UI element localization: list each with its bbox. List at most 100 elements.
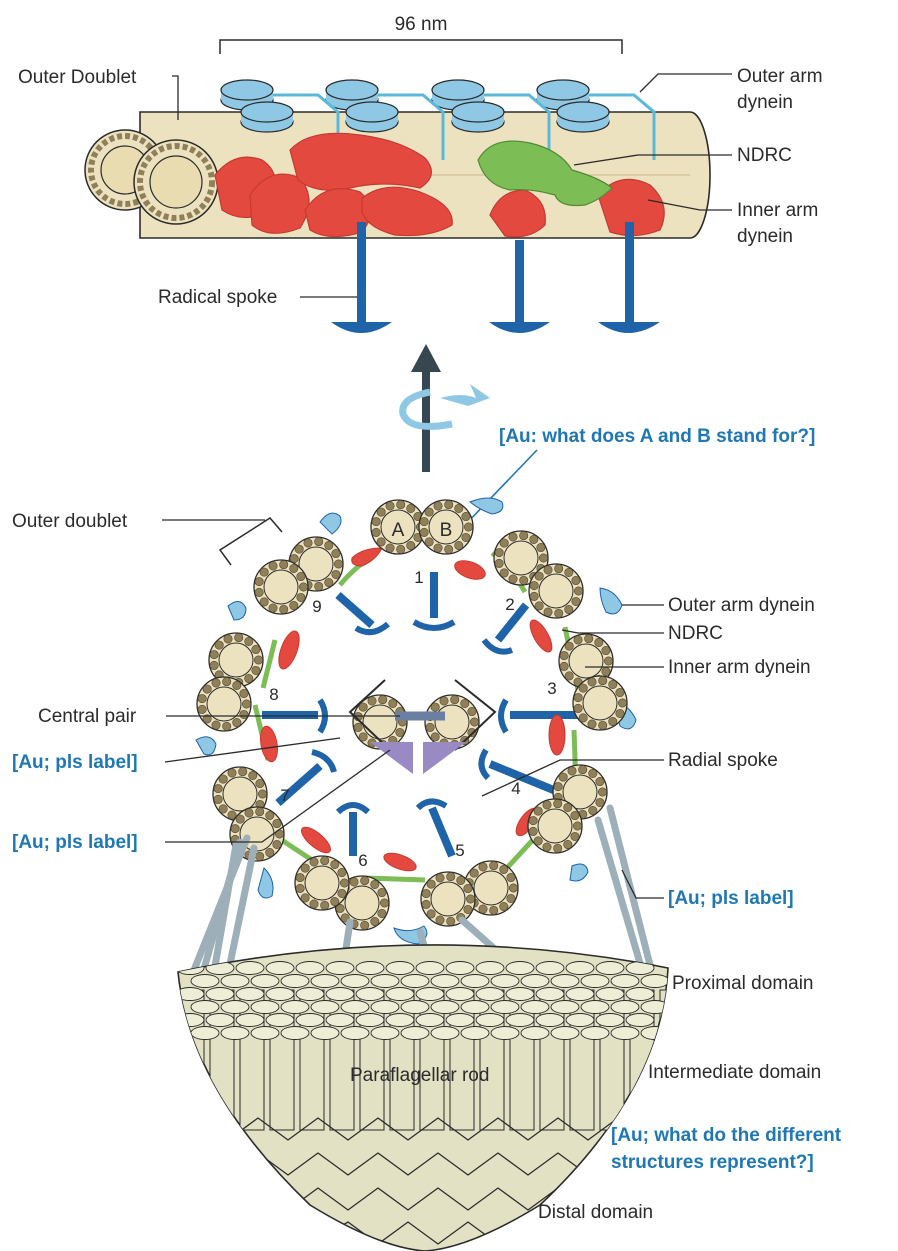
rod-lattice-unit xyxy=(371,1027,399,1040)
rod-lattice-unit xyxy=(266,1014,294,1027)
rod-lattice-unit xyxy=(476,1014,504,1027)
scale-bracket xyxy=(220,40,622,54)
rod-lattice-unit xyxy=(506,962,534,975)
doublet-tubule xyxy=(421,872,475,926)
rod-lattice-unit xyxy=(221,1027,249,1040)
rod-lattice-unit xyxy=(296,988,324,1001)
rod-lattice-unit xyxy=(341,975,369,988)
query-structures-1: [Au; what do the different xyxy=(611,1125,842,1146)
rod-lattice-unit xyxy=(566,988,594,1001)
rod-lattice-unit xyxy=(296,1014,324,1027)
rod-lattice-unit xyxy=(491,1027,519,1040)
rod-lattice-unit xyxy=(281,1027,309,1040)
rod-lattice-unit xyxy=(566,962,594,975)
rod-lattice-unit xyxy=(266,988,294,1001)
doublet-tubule xyxy=(254,560,308,614)
rod-lattice-unit xyxy=(311,975,339,988)
rod-lattice-unit xyxy=(626,1014,654,1027)
rod-lattice-unit xyxy=(641,1001,669,1014)
label-outer-doublet-cross: Outer doublet xyxy=(12,511,128,532)
rod-column xyxy=(660,990,684,1130)
label-inner-arm-dynein-top-2: dynein xyxy=(737,226,793,247)
label-ndrc-cross: NDRC xyxy=(668,623,723,644)
rod-lattice-unit xyxy=(581,1027,609,1040)
rod-lattice-unit xyxy=(191,975,219,988)
rod-lattice-unit xyxy=(236,1014,264,1027)
rod-lattice-unit xyxy=(176,1014,204,1027)
label-outer-arm-dynein-cross: Outer arm dynein xyxy=(668,595,815,616)
doublet-end-b xyxy=(134,140,218,224)
rod-lattice-unit xyxy=(461,975,489,988)
cross-section: A B 1 2 3 4 5 6 7 8 9 xyxy=(196,498,636,944)
label-radial-spoke-cross: Radial spoke xyxy=(668,750,778,771)
rod-lattice-unit xyxy=(461,1001,489,1014)
scale-label: 96 nm xyxy=(395,14,448,35)
rod-lattice-unit xyxy=(536,988,564,1001)
rod-lattice-unit xyxy=(506,1014,534,1027)
doublet-tubule xyxy=(528,799,582,853)
rod-lattice-unit xyxy=(356,988,384,1001)
rod-lattice-unit xyxy=(281,975,309,988)
doublet-tubule xyxy=(197,677,251,731)
rod-lattice-unit xyxy=(356,962,384,975)
rod-lattice-unit xyxy=(536,962,564,975)
query-label-1: [Au; pls label] xyxy=(12,752,138,773)
rod-lattice-unit xyxy=(626,988,654,1001)
rod-lattice-unit xyxy=(251,975,279,988)
rod-lattice-unit xyxy=(401,975,429,988)
rod-lattice-unit xyxy=(326,962,354,975)
doublet-number-3: 3 xyxy=(547,679,556,698)
query-label-2: [Au; pls label] xyxy=(12,832,138,853)
doublet-number-9: 9 xyxy=(312,597,321,616)
label-central-pair: Central pair xyxy=(38,706,137,727)
rod-lattice-unit xyxy=(551,1027,579,1040)
query-label-3: [Au; pls label] xyxy=(668,888,794,909)
doublet-tubule xyxy=(529,564,583,618)
central-projection-left xyxy=(370,742,413,774)
rod-lattice-unit xyxy=(521,1001,549,1014)
rod-lattice-unit xyxy=(221,975,249,988)
rod-lattice-unit xyxy=(521,1027,549,1040)
label-intermediate-domain: Intermediate domain xyxy=(648,1062,821,1083)
label-proximal-domain: Proximal domain xyxy=(672,973,814,994)
rotation-arrow xyxy=(403,344,490,472)
rod-lattice-unit xyxy=(326,1014,354,1027)
rod-lattice-unit xyxy=(581,1001,609,1014)
rod-lattice-unit xyxy=(476,962,504,975)
label-outer-arm-dynein-top-2: dynein xyxy=(737,92,793,113)
doublet-number-7: 7 xyxy=(280,786,289,805)
rod-lattice-unit xyxy=(281,1001,309,1014)
rod-lattice-unit xyxy=(371,975,399,988)
rod-lattice-unit xyxy=(431,975,459,988)
rod-lattice-unit xyxy=(611,1027,639,1040)
label-paraflagellar-rod: Paraflagellar rod xyxy=(350,1065,489,1086)
rod-lattice-unit xyxy=(446,962,474,975)
rod-lattice-unit xyxy=(191,1001,219,1014)
doublet-tubule xyxy=(573,676,627,730)
rod-lattice-unit xyxy=(521,975,549,988)
doublet-number-1: 1 xyxy=(414,568,423,587)
label-inner-arm-dynein-top-1: Inner arm xyxy=(737,200,818,221)
rod-lattice-unit xyxy=(641,975,669,988)
rod-lattice-unit xyxy=(611,975,639,988)
rod-lattice-unit xyxy=(566,1014,594,1027)
label-outer-arm-dynein-top-1: Outer arm xyxy=(737,66,823,87)
rod-lattice-unit xyxy=(251,1027,279,1040)
rod-lattice-unit xyxy=(341,1001,369,1014)
rod-lattice-unit xyxy=(476,988,504,1001)
rod-lattice-unit xyxy=(221,1001,249,1014)
rod-lattice-unit xyxy=(341,1027,369,1040)
label-inner-arm-dynein-cross: Inner arm dynein xyxy=(668,657,811,678)
central-pair-tubule xyxy=(425,695,479,749)
doublet-number-8: 8 xyxy=(269,685,278,704)
outer-doublet-bracket xyxy=(220,518,282,565)
label-b: B xyxy=(440,520,453,541)
query-ab: [Au: what does A and B stand for?] xyxy=(499,426,815,447)
rod-lattice-unit xyxy=(416,962,444,975)
rod-lattice-unit xyxy=(251,1001,279,1014)
rod-lattice-unit xyxy=(191,1027,219,1040)
rod-lattice-unit xyxy=(206,988,234,1001)
label-radical-spoke: Radical spoke xyxy=(158,287,277,308)
label-a: A xyxy=(392,520,405,541)
rod-lattice-unit xyxy=(326,988,354,1001)
